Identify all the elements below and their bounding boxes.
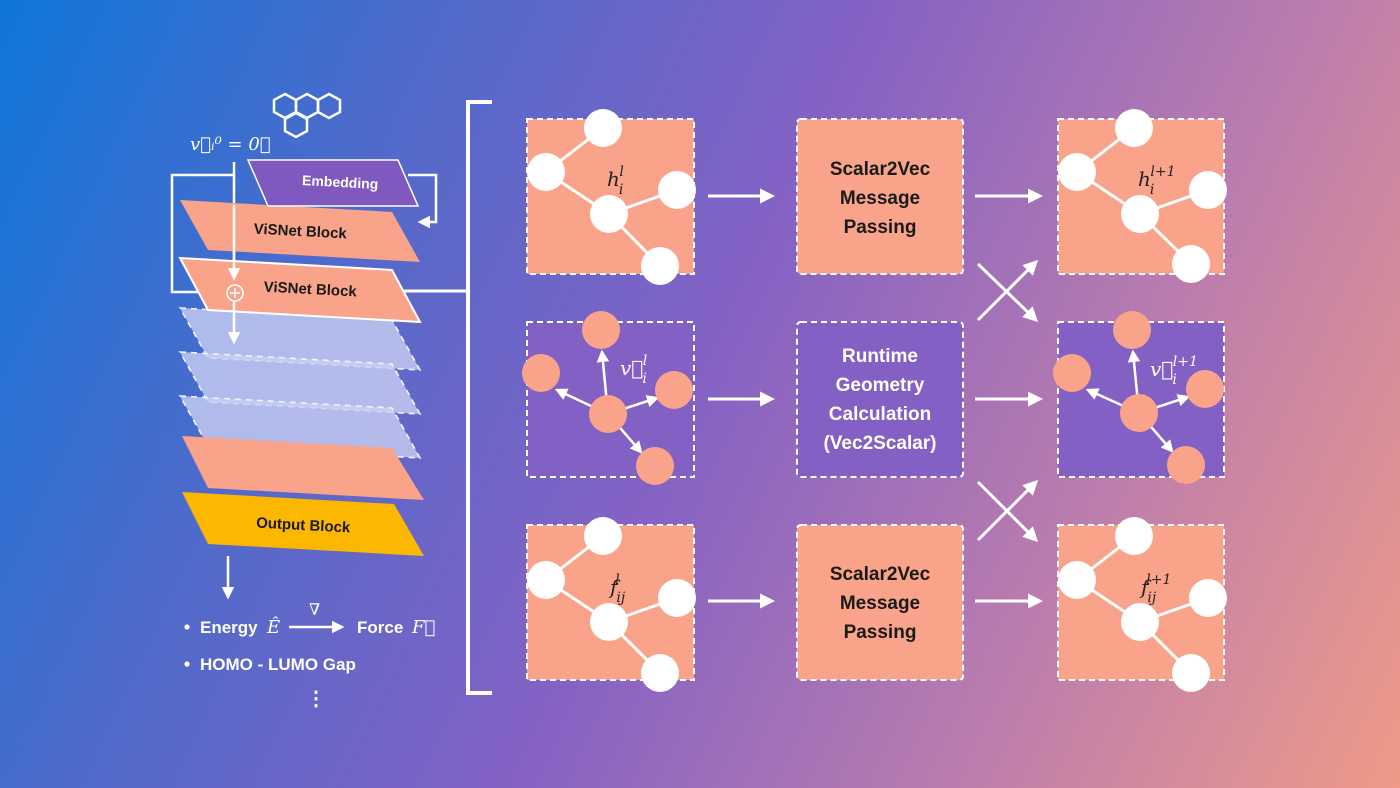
init-formula: v⃗ᵢ⁰ = 0⃗: [190, 134, 271, 155]
force-symbol: F⃗: [411, 617, 435, 638]
visnet-block-1-label: ViSNet Block: [253, 221, 348, 243]
op-scalar2vec-bottom: [796, 524, 964, 681]
flow-arrows: [708, 188, 1043, 609]
h-in-label: hil: [607, 164, 624, 198]
output-block-label: Output Block: [256, 515, 352, 537]
salmon-layer: [182, 436, 424, 500]
v-out-label: v⃗il+1: [1150, 354, 1198, 388]
op-geometry: [796, 321, 964, 478]
energy-symbol: Ê: [266, 615, 280, 638]
visnet-block-1: [180, 200, 420, 262]
force-label: Force: [357, 618, 403, 637]
op-bot-line-1: Scalar2Vec: [830, 564, 931, 585]
f-in-label: fijl: [608, 572, 626, 606]
op-mid-line-3: Calculation: [829, 404, 931, 425]
embedding-label: Embedding: [302, 172, 379, 192]
hexagon-molecule-icon: [272, 92, 342, 139]
h-out-label: hil+1: [1138, 164, 1176, 198]
op-scalar2vec-top: [796, 118, 964, 275]
homo-lumo-label: HOMO - LUMO Gap: [200, 655, 356, 674]
output-block: [182, 492, 424, 556]
v-in-label: v⃗il: [620, 353, 647, 387]
embedding-layer: [246, 159, 420, 207]
bracket: [466, 100, 492, 695]
circle-plus-icon: [226, 284, 244, 302]
op-bot-line-2: Message: [840, 593, 920, 614]
op-mid-line-4: (Vec2Scalar): [823, 433, 936, 454]
op-bot-line-3: Passing: [844, 622, 917, 643]
op-top-line-2: Message: [840, 188, 920, 209]
energy-label: Energy: [200, 618, 258, 637]
f-out-label: fijl+1: [1139, 572, 1171, 606]
visnet-block-2-label: ViSNet Block: [263, 279, 358, 301]
op-mid-line-1: Runtime: [842, 346, 918, 367]
op-mid-line-2: Geometry: [836, 375, 925, 396]
gradient-symbol: ∇: [309, 600, 320, 619]
op-top-line-3: Passing: [844, 217, 917, 238]
hidden-layers: [178, 307, 422, 459]
op-top-line-1: Scalar2Vec: [830, 159, 931, 180]
more-ellipsis: ⋮: [306, 688, 326, 710]
